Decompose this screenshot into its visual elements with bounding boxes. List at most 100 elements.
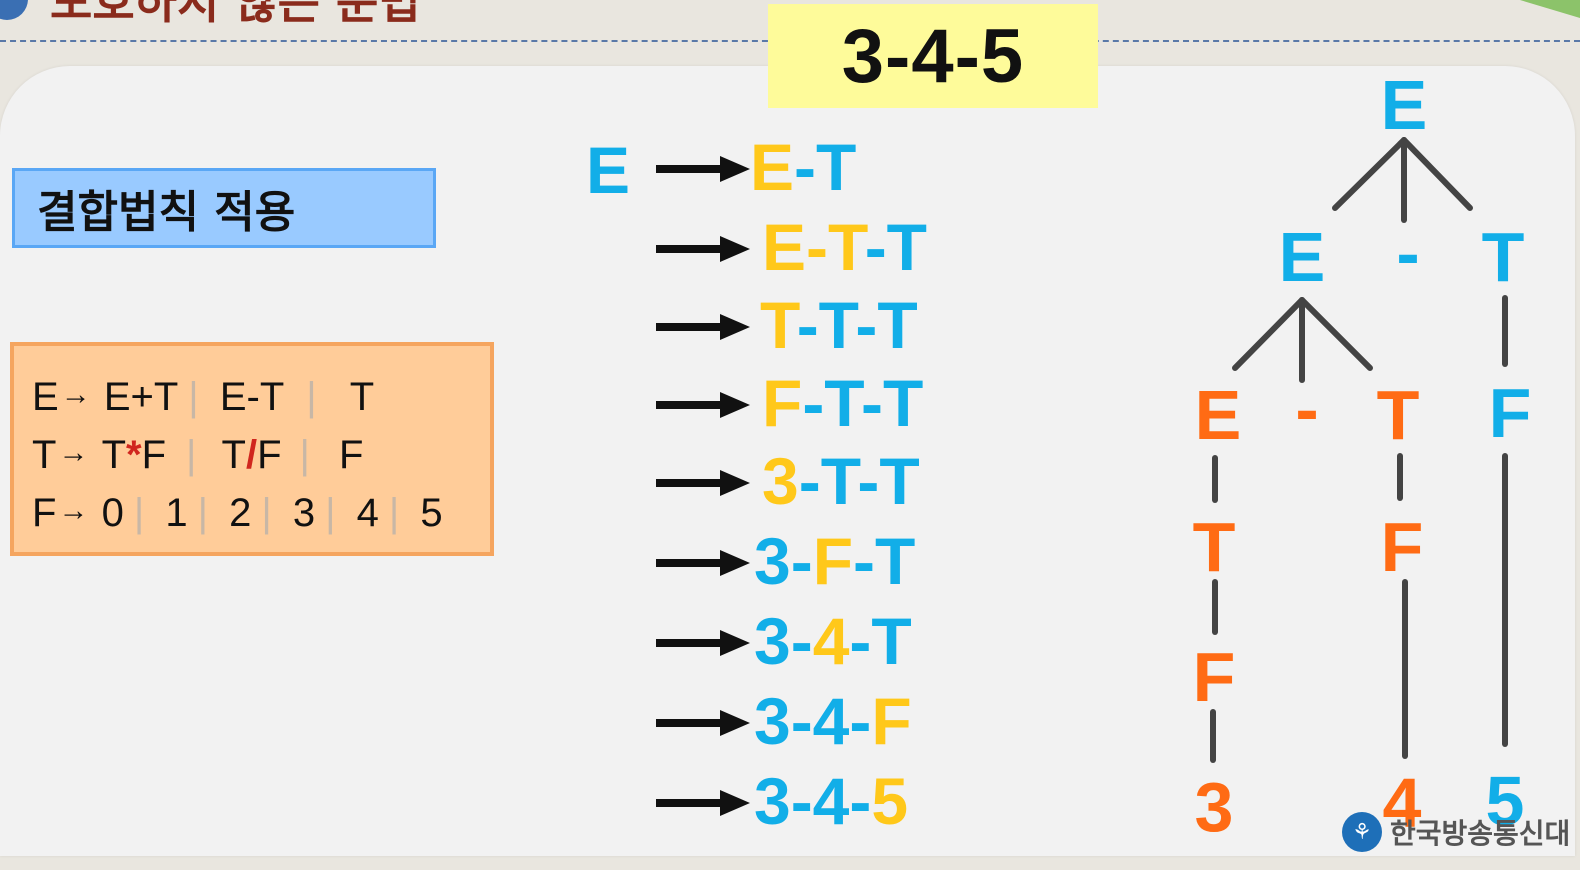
derivation-symbol: -T-T: [796, 288, 918, 362]
tree-edge: [1401, 137, 1473, 211]
university-logo: ⚘ 한국방송통신대: [1342, 812, 1570, 852]
tree-leaf: 3: [1194, 768, 1234, 846]
grammar-box: E→ E+T| E-T| T T→ T*F| T/F| F F→ 0| 1| 2…: [10, 342, 494, 556]
derivation-symbol: -T: [794, 130, 857, 204]
separator: |: [133, 491, 145, 535]
derivation-expression: T-T-T: [760, 290, 918, 360]
tree-edge: [1299, 297, 1373, 371]
associativity-label-box: 결합법칙 적용: [12, 168, 436, 248]
tree-leaf: 5: [1485, 762, 1525, 840]
title-strip: 모호하지 않은 문법: [0, 0, 1580, 40]
tree-node-minus: -: [1396, 214, 1420, 292]
derivation-symbol: 3-4-: [754, 764, 872, 838]
expression-box: 3-4-5: [768, 4, 1098, 108]
operator-symbol: *: [126, 433, 142, 477]
right-arrow-icon: →: [58, 494, 89, 527]
separator: |: [325, 491, 336, 535]
derive-arrow-icon: [656, 236, 750, 262]
derivation-expression: 3-T-T: [762, 446, 920, 516]
derive-arrow-icon: [656, 470, 750, 496]
tree-node-t: T: [1376, 376, 1420, 454]
rule-lhs: F: [32, 491, 57, 535]
operator-symbol: /: [245, 433, 258, 477]
rule-lhs: E: [32, 375, 59, 419]
derivation-symbol: 3-: [754, 524, 813, 598]
derive-arrow-icon: [656, 156, 750, 182]
associativity-label: 결합법칙 적용: [37, 187, 296, 238]
separator: |: [306, 375, 317, 419]
derive-arrow-icon: [656, 630, 750, 656]
tree-node-root: E: [1380, 66, 1428, 144]
derivation-expression: 3-4-T: [754, 606, 912, 676]
rule-lhs: T: [32, 433, 57, 477]
derivation-symbol: F: [871, 684, 912, 758]
derivation-symbol: E-T: [762, 210, 865, 284]
separator: |: [261, 491, 272, 535]
rule-alt: T/F: [222, 426, 282, 484]
derivation-symbol: -T-T: [802, 366, 924, 440]
separator: |: [299, 433, 310, 477]
logo-emblem-icon: ⚘: [1342, 812, 1382, 852]
logo-text: 한국방송통신대: [1390, 817, 1571, 850]
derivation-expression: 3-F-T: [754, 526, 915, 596]
tree-edge: [1332, 137, 1407, 211]
derivation-symbol: 4: [812, 604, 850, 678]
rule-alt: E-T: [219, 375, 285, 419]
tree-node-t: T: [1481, 218, 1525, 296]
right-arrow-icon: →: [60, 378, 91, 411]
derivation-symbol: -T: [853, 524, 916, 598]
grammar-rule-t: T→ T*F | T/F | F: [32, 424, 490, 482]
rule-alt: F: [339, 433, 364, 477]
right-arrow-icon: →: [58, 436, 89, 469]
derive-arrow-icon: [656, 710, 750, 736]
separator: |: [188, 375, 199, 419]
derivation-symbol: F: [762, 366, 803, 440]
rule-alt: 0: [101, 491, 124, 535]
separator: |: [388, 491, 400, 535]
derivation-symbol: -T: [849, 604, 912, 678]
rule-alt: 4: [356, 491, 379, 535]
tree-node-f: F: [1380, 508, 1424, 586]
derive-arrow-icon: [656, 392, 750, 418]
derive-arrow-icon: [656, 314, 750, 340]
derive-arrow-icon: [656, 790, 750, 816]
grammar-rule-e: E→ E+T| E-T| T: [32, 366, 490, 424]
derivation-expression: E-T-T: [762, 212, 927, 282]
rule-alt: T*F: [102, 426, 166, 484]
grammar-rule-f: F→ 0| 1| 2| 3| 4| 5: [32, 482, 490, 540]
derivation-symbol: -T-T: [798, 444, 920, 518]
derivation-symbol: F: [812, 524, 854, 598]
rule-alt: 3: [292, 491, 316, 535]
derivation-symbol: 3: [762, 444, 799, 518]
tree-node-e: E: [1278, 218, 1326, 296]
tree-node-f: F: [1192, 638, 1236, 716]
corner-decoration: [1520, 0, 1580, 18]
rule-alt: 5: [420, 491, 443, 535]
separator: |: [186, 433, 197, 477]
tree-leaf: 4: [1382, 764, 1422, 842]
derivation-symbol: T: [760, 288, 797, 362]
derivation-expression: E-T: [750, 132, 856, 202]
tree-node-t: T: [1192, 508, 1236, 586]
rule-alt: T: [349, 375, 375, 419]
rule-alt: 2: [229, 491, 252, 535]
derivation-expression: 3-4-5: [754, 766, 908, 836]
derivation-expression: F-T-T: [762, 368, 923, 438]
rule-alt: 1: [165, 491, 188, 535]
derivation-symbol: 5: [871, 764, 909, 838]
tree-node-f: F: [1488, 374, 1532, 452]
separator: |: [197, 491, 208, 535]
derivation-symbol: -T: [864, 210, 927, 284]
expression-text: 3-4-5: [841, 13, 1025, 99]
slide-title: 모호하지 않은 문법: [50, 0, 421, 29]
tree-node-minus: -: [1295, 370, 1319, 448]
tree-edge: [1232, 297, 1305, 371]
derivation-symbol: 3-4-: [754, 684, 872, 758]
derivation-expression: 3-4-F: [754, 686, 912, 756]
derivation-symbol: 3-: [754, 604, 813, 678]
derivation-start: E: [586, 133, 631, 207]
tree-node-e: E: [1194, 376, 1242, 454]
derivation-symbol: E: [750, 130, 795, 204]
rule-alt: E+T: [103, 375, 179, 419]
